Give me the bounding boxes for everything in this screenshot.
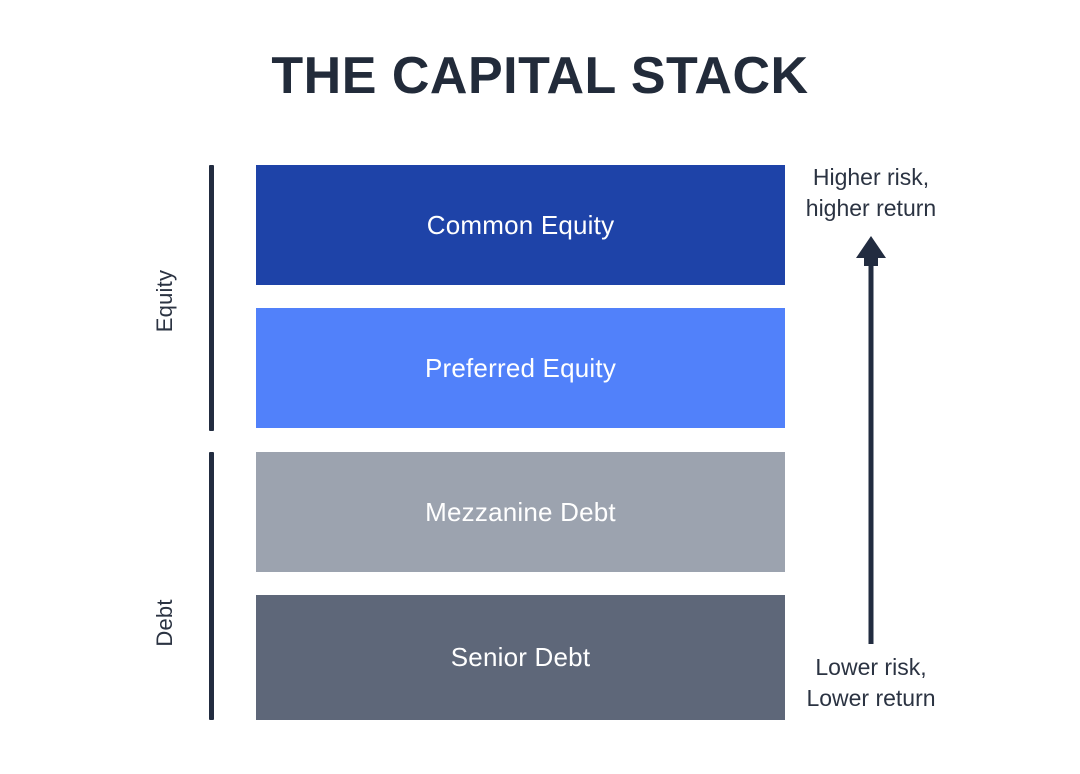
- stack-layer-common-equity[interactable]: Common Equity: [256, 165, 785, 285]
- lower-risk-annotation: Lower risk, Lower return: [756, 652, 986, 714]
- lower-risk-line-1: Lower risk,: [815, 654, 927, 680]
- debt-bracket-line: [209, 452, 214, 720]
- upward-arrow-icon: [856, 236, 886, 644]
- category-label-equity: Equity: [152, 269, 177, 333]
- category-label-debt: Debt: [152, 599, 177, 647]
- page-title: THE CAPITAL STACK: [271, 47, 809, 105]
- stack-layer-label: Common Equity: [426, 209, 615, 240]
- higher-risk-line-1: Higher risk,: [812, 164, 930, 190]
- stack-layer-preferred-equity[interactable]: Preferred Equity: [256, 308, 785, 428]
- stack-layer-label: Senior Debt: [450, 642, 591, 672]
- stack-layer-label: Preferred Equity: [424, 352, 617, 383]
- lower-risk-line-2: Lower return: [806, 685, 936, 712]
- stack-layer-senior-debt[interactable]: Senior Debt: [256, 595, 785, 720]
- stack-layer-label: Mezzanine Debt: [425, 496, 616, 527]
- stack-layer-mezzanine-debt[interactable]: Mezzanine Debt: [256, 452, 785, 572]
- higher-risk-annotation: Higher risk, higher return: [756, 162, 986, 224]
- equity-bracket-line: [209, 165, 214, 431]
- higher-risk-line-2: higher return: [805, 195, 937, 222]
